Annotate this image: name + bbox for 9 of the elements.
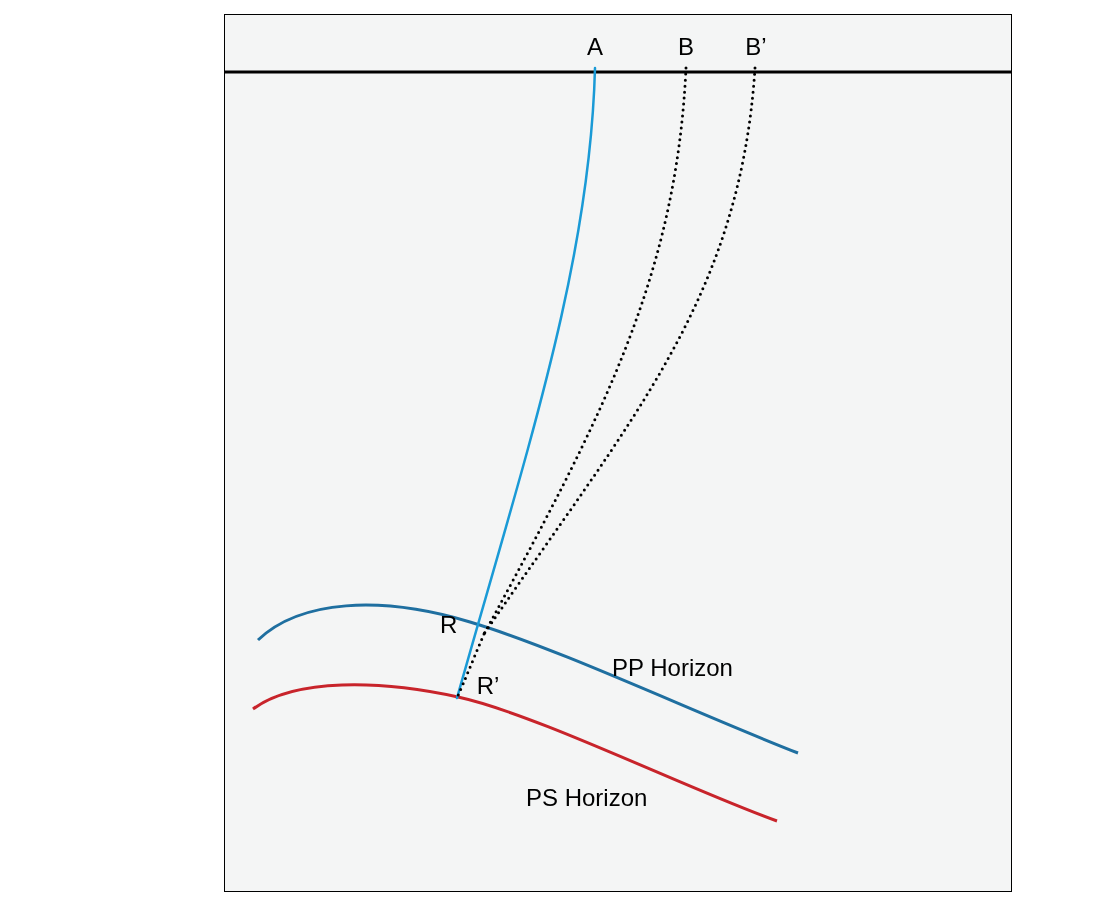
- horizon-label: PP Horizon: [612, 654, 733, 682]
- point-label: B’: [745, 34, 767, 60]
- point-label: R’: [476, 673, 500, 699]
- horizon-label: PS Horizon: [526, 784, 648, 812]
- ray-line: [455, 66, 597, 700]
- point-label: R: [440, 612, 458, 638]
- point-label: B: [678, 34, 694, 60]
- dotted-ray: [482, 66, 757, 636]
- point-label: A: [587, 34, 603, 60]
